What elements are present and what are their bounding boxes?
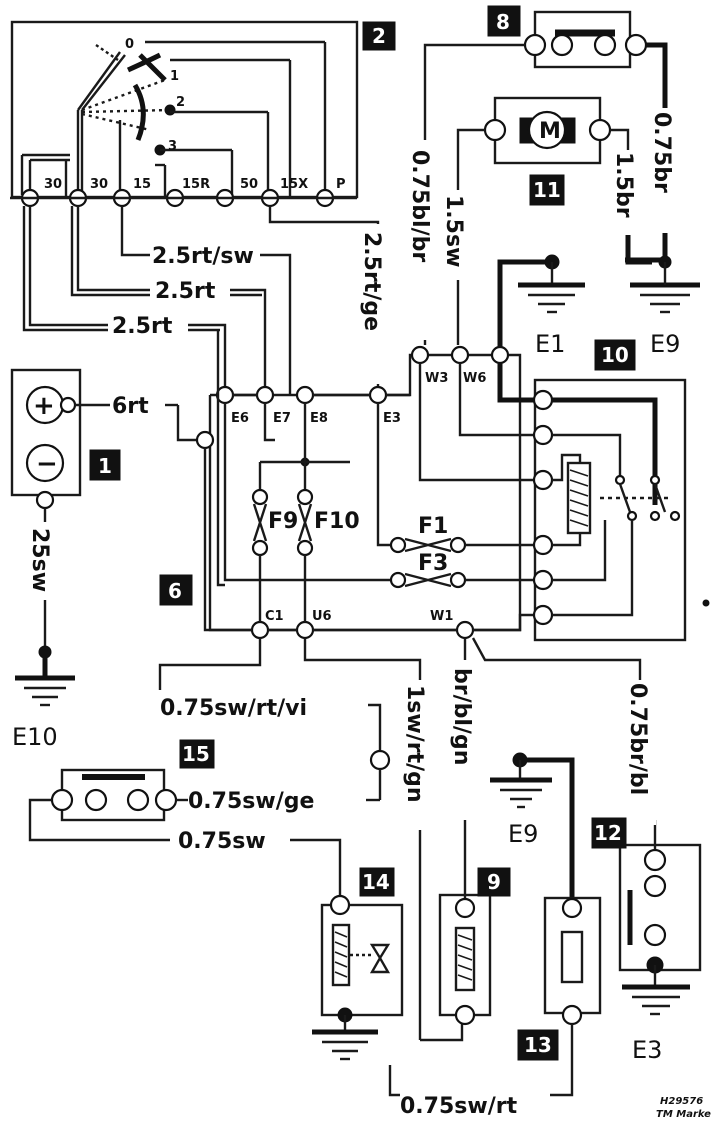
component-12: [618, 843, 702, 1016]
badge-12: [591, 817, 627, 849]
badge-6-text: 6: [168, 579, 182, 603]
badge-10: [594, 339, 636, 371]
pos-1: 1: [170, 69, 179, 84]
lower-wires: [158, 637, 657, 1042]
wire-label-w1: br/bl/gn: [449, 668, 474, 765]
pos-3: 3: [168, 139, 177, 154]
diagram-ref-code: H29576: [660, 1096, 703, 1107]
component-9: [438, 893, 492, 1026]
term-30b: 30: [90, 177, 108, 192]
component-14: [312, 894, 404, 1061]
relay-10: [532, 378, 687, 642]
terminal-u6: U6: [312, 609, 332, 624]
ground-e1-symbol: [497, 254, 585, 355]
wire-label-c15: 0.75sw/ge: [188, 789, 314, 814]
wire-label-sw30a: 2.5rt: [155, 279, 216, 304]
component-13: [388, 752, 602, 1097]
terminal-c1: C1: [265, 609, 284, 624]
term-50: 50: [240, 177, 258, 192]
wire-label-w1-right: 0.75br/bl: [625, 683, 650, 795]
ground-e10: E10: [12, 723, 58, 751]
badge-9-text: 9: [487, 870, 501, 894]
svg-text:−: −: [36, 449, 58, 479]
badge-2-text: 2: [372, 24, 386, 48]
battery: + −: [10, 368, 205, 707]
wire-label-battery-pos: 6rt: [112, 394, 149, 419]
term-15: 15: [133, 177, 151, 192]
wire-label-c9-13: 0.75sw/rt: [400, 1094, 518, 1119]
ground-e1: E1: [535, 330, 565, 358]
svg-text:+: +: [33, 391, 55, 421]
terminal-e6: E6: [231, 411, 249, 426]
wire-label-sw30b: 2.5rt: [112, 314, 173, 339]
badge-13: [517, 1029, 559, 1061]
wire-label-pump-gnd: 0.75br: [649, 112, 674, 193]
fuse-f10: F10: [314, 509, 360, 534]
diagram-ref-marke: TM Marke: [656, 1109, 711, 1120]
relay-box: E6 E7 E8 E3 W3 W6 C1 U6 W1 F9 F10: [195, 330, 535, 640]
badge-11: [529, 174, 565, 206]
term-15x: 15X: [280, 177, 308, 192]
wire-label-u6: 1sw/rt/gn: [402, 685, 427, 803]
badge-8-text: 8: [496, 10, 510, 34]
wire-label-motor: 1.5sw: [441, 195, 466, 267]
badge-12-text: 12: [594, 821, 622, 845]
terminal-e8: E8: [310, 411, 328, 426]
fuse-f9: F9: [268, 509, 298, 534]
term-p: P: [336, 177, 346, 192]
motor-symbol: M: [539, 119, 561, 144]
badge-6: [159, 574, 193, 606]
ground-e9-lower: E9: [508, 820, 538, 848]
badge-14: [359, 867, 395, 897]
fuse-f1: F1: [418, 514, 448, 539]
pos-2: 2: [176, 95, 185, 110]
wire-label-battery-gnd: 25sw: [27, 528, 52, 592]
wire-label-c1: 0.75sw/rt/vi: [160, 696, 307, 721]
fuse-f3: F3: [418, 551, 448, 576]
badge-13-text: 13: [524, 1033, 552, 1057]
badge-11-text: 11: [533, 178, 561, 202]
badge-8: [487, 5, 521, 37]
component-15: [28, 768, 342, 900]
badge-15-text: 15: [182, 742, 210, 766]
wire-label-motor-gnd: 1.5br: [611, 152, 636, 218]
badge-1-text: 1: [98, 454, 112, 478]
badge-9: [477, 867, 511, 897]
terminal-e7: E7: [273, 411, 291, 426]
terminal-e3: E3: [383, 411, 401, 426]
ground-e3: E3: [632, 1036, 662, 1064]
motor: M: [456, 96, 652, 345]
badge-10-text: 10: [601, 343, 629, 367]
wire-label-fuel-pump: 0.75bl/br: [407, 150, 432, 262]
ignition-switch: 0 1 2 3 30 30 15 15R 50 15X P: [10, 20, 359, 208]
terminal-w6: W6: [463, 371, 486, 386]
terminal-w1: W1: [430, 609, 453, 624]
term-15r: 15R: [182, 177, 210, 192]
wire-label-sw15x: 2.5rt/ge: [359, 232, 384, 331]
badge-14-text: 14: [362, 870, 390, 894]
badge-15: [179, 739, 215, 769]
wire-label-c14: 0.75sw: [178, 829, 266, 854]
term-30a: 30: [44, 177, 62, 192]
wire-label-sw15: 2.5rt/sw: [152, 244, 254, 269]
ground-e9-pump: E9: [650, 330, 680, 358]
badge-2: [362, 21, 396, 51]
terminal-w3: W3: [425, 371, 448, 386]
pos-0: 0: [125, 37, 134, 52]
badge-1: [89, 449, 121, 481]
